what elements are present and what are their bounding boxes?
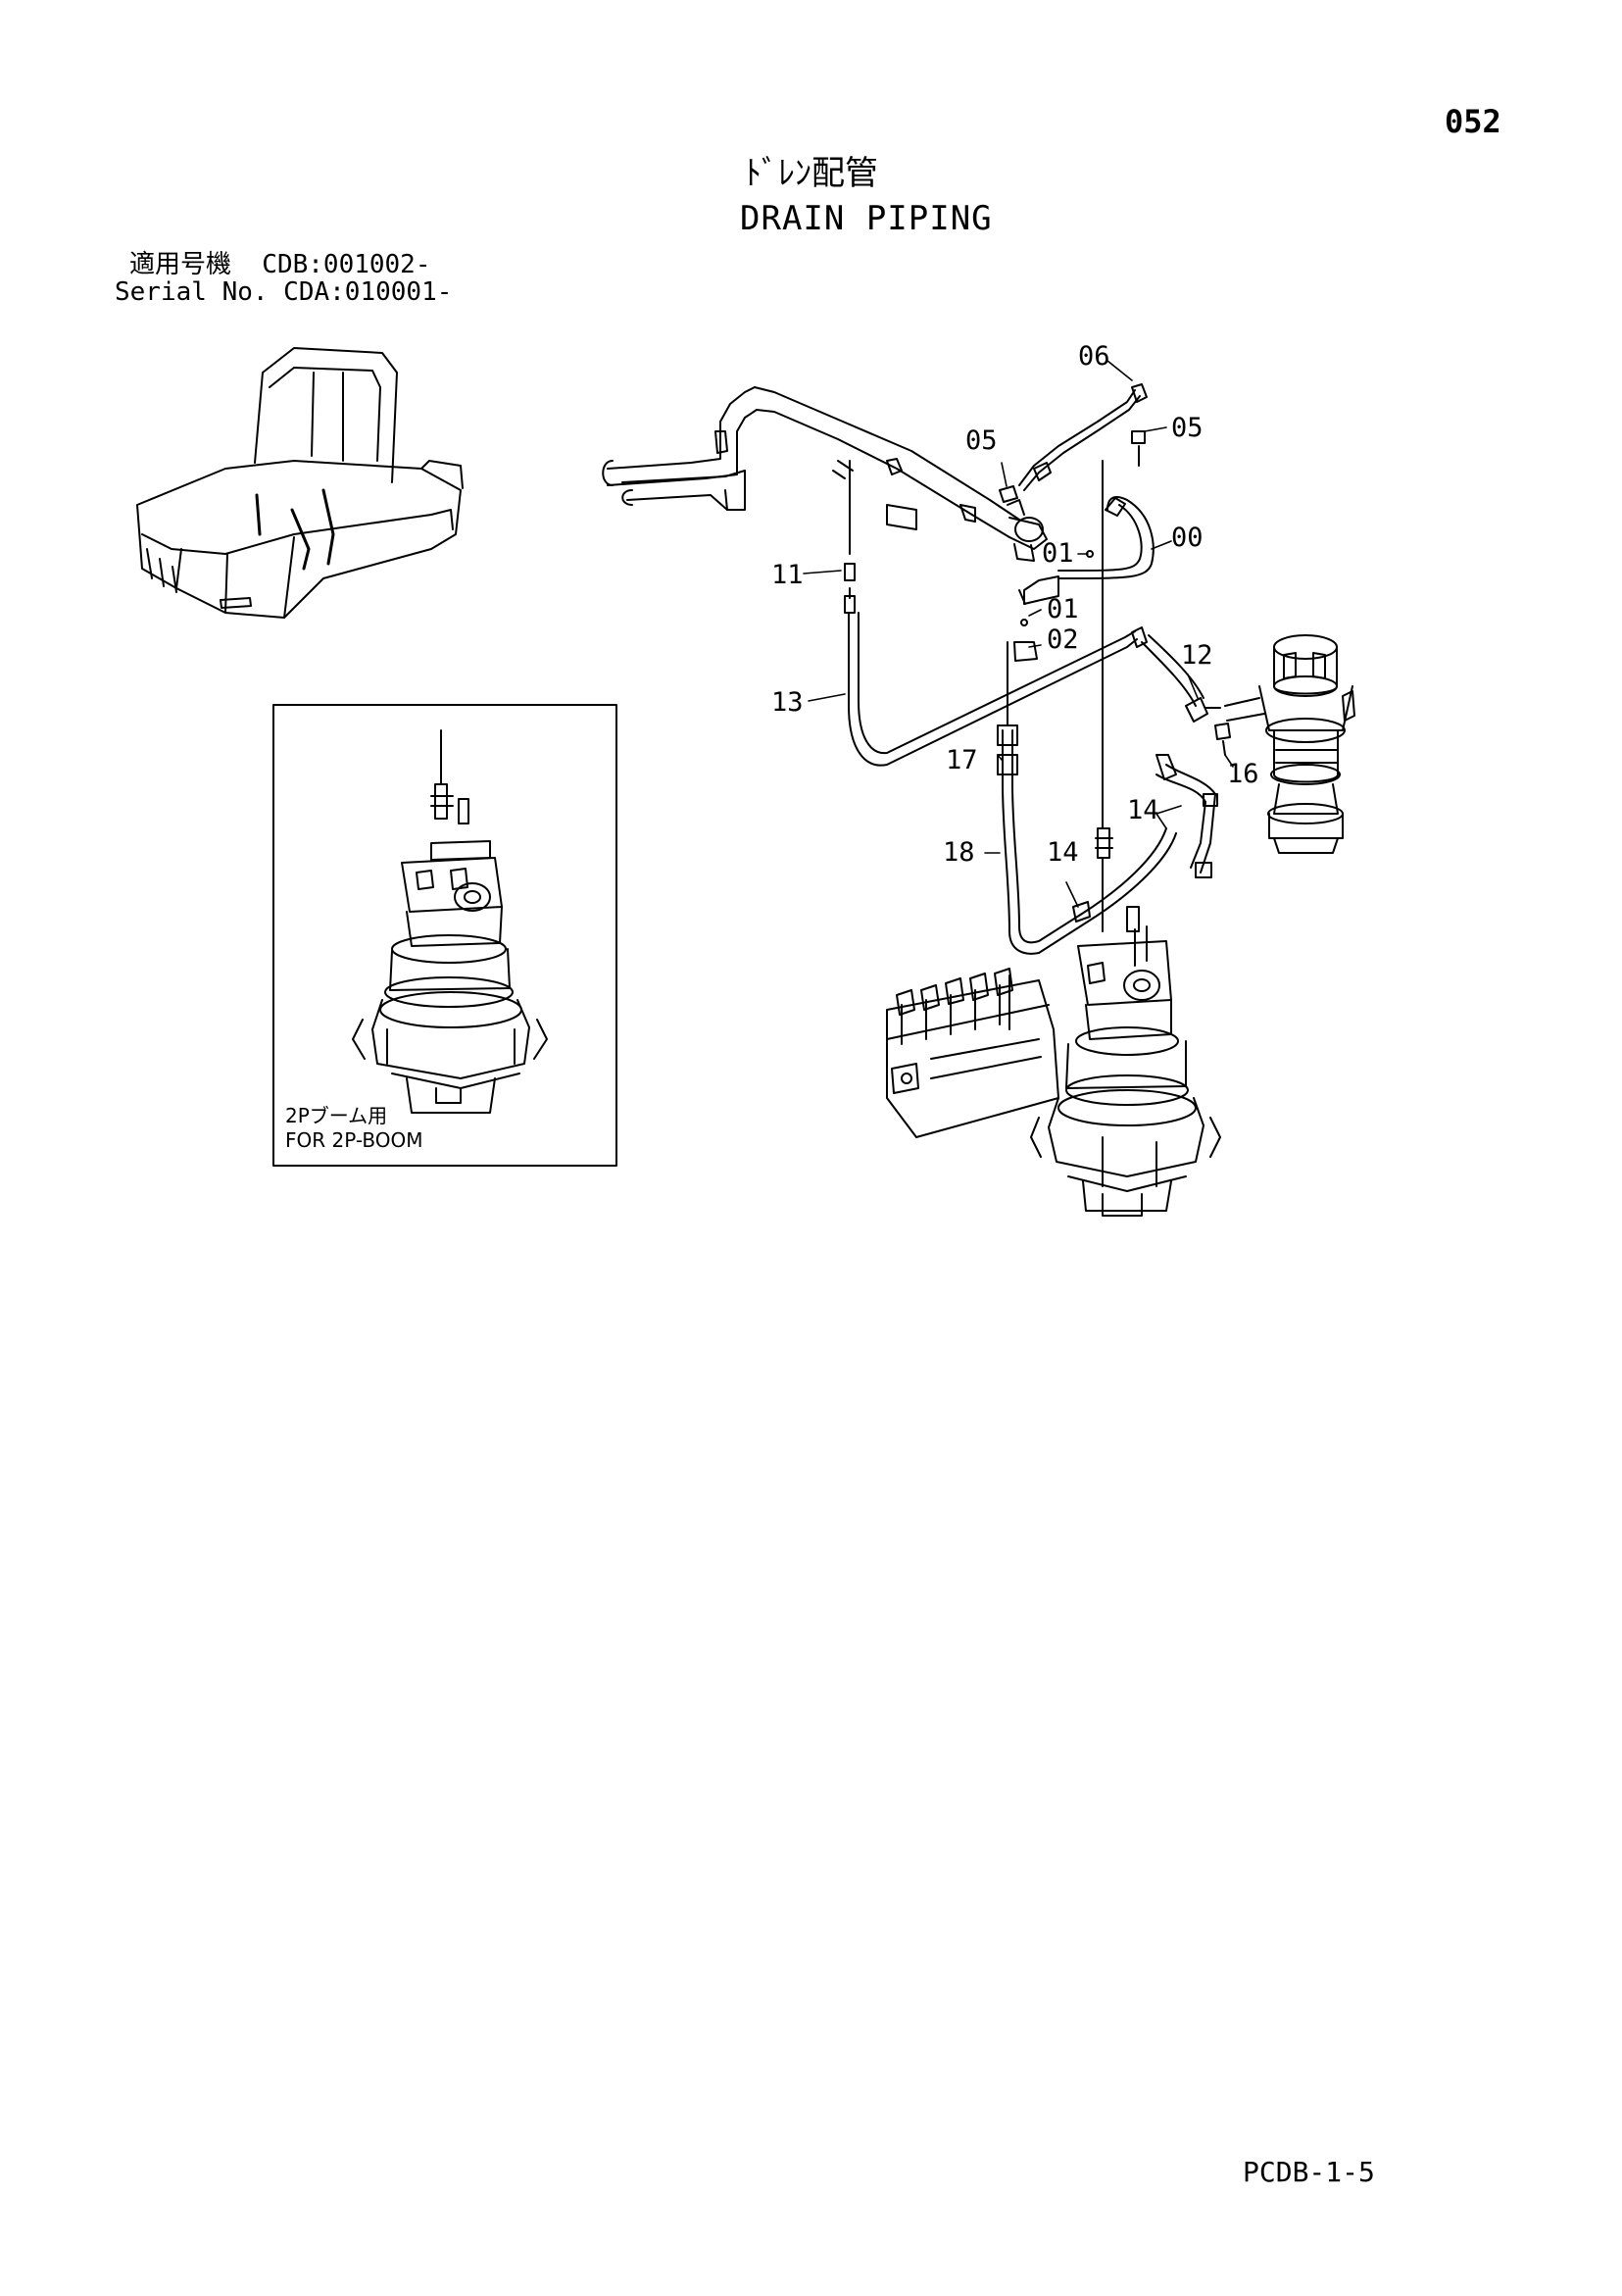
callout-label: 18 — [943, 837, 975, 868]
leader-lines — [803, 360, 1234, 908]
swivel-joint-drawing — [1224, 634, 1355, 854]
callout-label: 05 — [1171, 413, 1204, 443]
excavator-overview-drawing — [136, 347, 464, 619]
applicable-serial-line-1: 適用号機 CDB:001002- — [129, 250, 431, 279]
callout-label: 00 — [1171, 523, 1204, 553]
inset-swing-motor-drawing — [352, 729, 548, 1114]
applicable-serial-line-2: Serial No. CDA:010001- — [115, 277, 453, 307]
title-japanese: ﾄﾞﾚﾝ配管 — [745, 154, 878, 193]
callout-label: 05 — [965, 425, 998, 456]
control-valve-drawing — [886, 968, 1059, 1138]
inset-caption-english: FOR 2P-BOOM — [285, 1128, 423, 1152]
callout-label: 14 — [1127, 795, 1159, 825]
callout-label: 14 — [1047, 837, 1079, 868]
callout-label: 02 — [1047, 624, 1079, 655]
swing-motor-drawing — [1030, 906, 1221, 1217]
inset-frame — [272, 704, 617, 1167]
footer-page-code: PCDB-1-5 — [1243, 2156, 1375, 2188]
callout-label: 11 — [771, 560, 804, 590]
title-english: DRAIN PIPING — [740, 199, 993, 238]
callout-label: 01 — [1047, 594, 1079, 624]
callout-labels: 06 05 05 00 01 11 01 02 12 13 17 16 14 1… — [771, 341, 1259, 868]
callout-label: 06 — [1078, 341, 1110, 372]
inset-caption-japanese: 2Pブーム用 — [285, 1104, 388, 1127]
callout-label: 12 — [1181, 640, 1213, 671]
callout-label: 13 — [771, 687, 804, 718]
callout-label: 16 — [1227, 759, 1259, 789]
drain-piping-drawing — [602, 383, 1231, 955]
callout-label: 01 — [1042, 538, 1074, 569]
callout-label: 17 — [946, 745, 978, 775]
page-number: 052 — [1445, 103, 1501, 140]
